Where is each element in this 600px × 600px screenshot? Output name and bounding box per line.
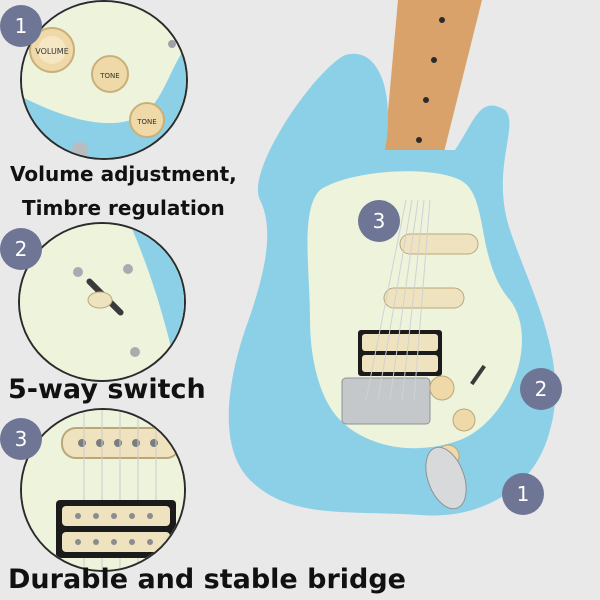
guitar-strings	[365, 199, 431, 401]
marker-badge-2: 2	[0, 228, 42, 270]
knob-label-tone-2: TONE	[136, 118, 156, 126]
marker-badge-3: 3	[0, 418, 42, 460]
feature-3-caption: Durable and stable bridge	[8, 564, 406, 595]
feature-1-caption-line-2: Timbre regulation	[22, 196, 225, 220]
volume-knob	[429, 375, 455, 401]
zoom-pickups-circle	[20, 408, 186, 572]
switch-closeup	[20, 224, 184, 380]
guitar-marker-2: 2	[520, 368, 562, 410]
feature-2-caption: 5-way switch	[8, 374, 206, 405]
knob-label-volume: VOLUME	[35, 47, 69, 56]
guitar-illustration	[228, 0, 556, 516]
five-way-switch	[470, 364, 486, 386]
output-jack	[425, 446, 467, 510]
guitar-marker-1: 1	[502, 473, 544, 515]
tremolo-bridge	[341, 377, 431, 425]
middle-pickup	[383, 287, 465, 309]
guitar-marker-3: 3	[358, 200, 400, 242]
zoom-knobs-circle: VOLUME TONE TONE	[20, 0, 188, 160]
knobs-closeup: VOLUME TONE TONE	[22, 2, 186, 158]
feature-1-caption-line-1: Volume adjustment,	[10, 162, 237, 186]
pickups-closeup	[22, 410, 184, 570]
marker-badge-1: 1	[0, 5, 42, 47]
knob-label-tone-1: TONE	[99, 72, 119, 80]
zoom-switch-circle	[18, 222, 186, 382]
tone-knob-1	[452, 408, 476, 432]
